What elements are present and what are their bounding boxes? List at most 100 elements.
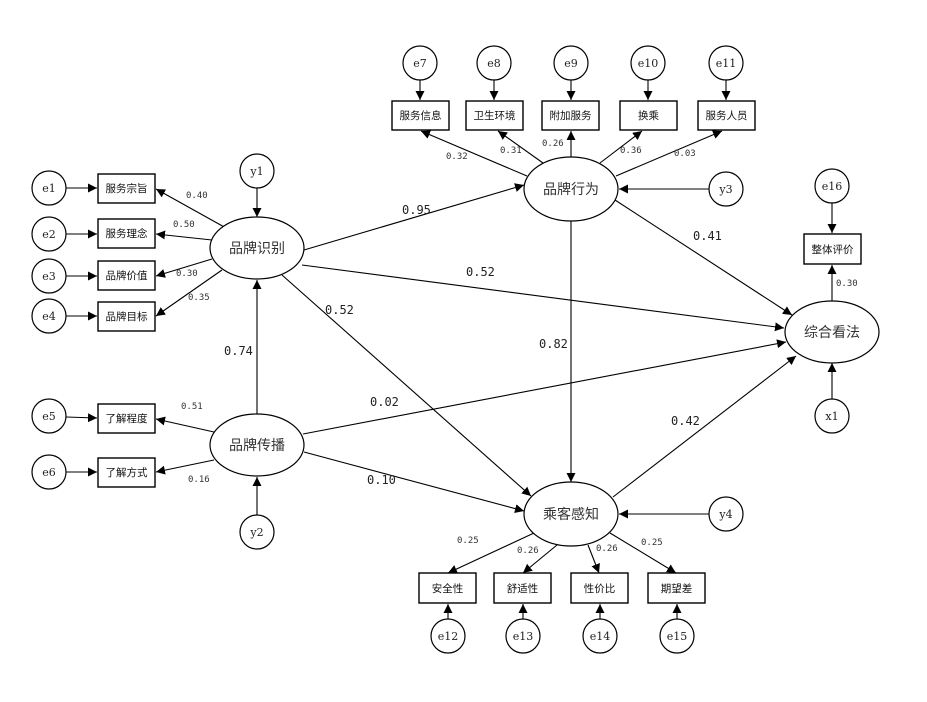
loading-arrow-e3 <box>155 258 213 278</box>
path-identity-to-behavior <box>303 183 525 251</box>
indicator-label: 舒适性 <box>507 582 539 595</box>
loading-arrow-e15 <box>609 532 677 574</box>
coef-identity-to-overall: 0.52 <box>466 265 495 279</box>
indicator-identity-1: e2 服务理念 0.50 <box>31 216 195 252</box>
indicator-identity-0: e1 服务宗旨 0.40 <box>31 170 208 206</box>
latent-passenger-perception: 乘客感知 <box>523 481 619 547</box>
latent-overall-opinion: 综合看法 <box>784 300 880 364</box>
error-label: e6 <box>42 466 56 479</box>
indicator-behavior-1: e8 卫生环境 0.31 <box>465 45 524 156</box>
disturbance-x1: x1 <box>814 398 850 434</box>
loading-value: 0.26 <box>542 139 564 149</box>
indicator-identity-2: e3 品牌价值 0.30 <box>31 258 198 294</box>
indicator-label: 服务宗旨 <box>106 182 148 195</box>
error-label: e14 <box>590 630 611 643</box>
indicator-overall-0: e16 整体评价 0.30 <box>803 168 862 289</box>
indicator-label: 服务理念 <box>106 227 148 240</box>
indicator-communication-1: e6 了解方式 0.16 <box>31 454 210 490</box>
indicator-perception-3: 期望差 e15 0.25 <box>641 538 706 654</box>
error-label: e11 <box>716 57 737 70</box>
latent-brand-behavior: 品牌行为 <box>523 156 619 222</box>
path-identity-to-perception <box>281 274 532 497</box>
path-communication-to-perception <box>303 451 525 514</box>
indicator-perception-0: 安全性 e12 0.25 <box>418 536 479 654</box>
error-label: e10 <box>638 57 659 70</box>
path-behavior-to-overall <box>614 199 793 316</box>
indicator-label: 性价比 <box>584 582 616 595</box>
indicator-label: 安全性 <box>432 582 464 595</box>
coef-behavior-to-perception: 0.82 <box>539 337 568 351</box>
loading-value: 0.40 <box>186 191 208 201</box>
loading-value: 0.30 <box>176 269 198 279</box>
indicator-behavior-4: e11 服务人员 0.03 <box>674 45 756 159</box>
error-label: e9 <box>564 57 578 70</box>
loading-arrow-e14 <box>587 544 600 574</box>
indicator-label: 品牌目标 <box>106 310 148 323</box>
structural-paths <box>252 183 797 514</box>
disturbance-y3: y3 <box>708 171 744 207</box>
coef-communication-to-overall: 0.02 <box>370 395 399 409</box>
loading-arrow-e6 <box>155 459 215 475</box>
loading-arrow-e5 <box>155 416 215 433</box>
coef-communication-to-identity: 0.74 <box>224 344 253 358</box>
error-label: e5 <box>42 410 56 423</box>
indicator-label: 了解程度 <box>106 412 148 425</box>
latent-brand-identity: 品牌识别 <box>209 216 305 280</box>
loading-value: 0.35 <box>188 293 210 303</box>
loading-value: 0.36 <box>620 146 642 156</box>
error-label: e12 <box>438 630 459 643</box>
loading-value: 0.25 <box>641 538 663 548</box>
error-label: e7 <box>413 57 427 70</box>
error-label: e4 <box>42 310 56 323</box>
loading-arrow-e11 <box>615 130 723 177</box>
loading-value: 0.16 <box>188 475 210 485</box>
disturbance-label: y1 <box>249 165 263 178</box>
error-label: e8 <box>487 57 501 70</box>
indicator-behavior-2: e9 附加服务 0.26 <box>541 45 600 149</box>
error-label: e15 <box>667 630 688 643</box>
disturbance-label: y3 <box>718 183 732 196</box>
error-label: e3 <box>42 270 56 283</box>
indicator-behavior-0: e7 服务信息 0.32 <box>391 45 468 162</box>
disturbance-y2: y2 <box>239 514 275 550</box>
indicator-label: 整体评价 <box>812 243 854 256</box>
error-arrow-e5 <box>65 413 98 423</box>
loading-arrow-e12 <box>447 532 535 574</box>
disturbance-arrows <box>252 184 837 519</box>
indicator-communication-0: e5 了解程度 0.51 <box>31 398 203 434</box>
latent-brand-communication: 品牌传播 <box>209 413 305 477</box>
coef-identity-to-perception: 0.52 <box>325 303 354 317</box>
error-label: e13 <box>513 630 534 643</box>
indicator-label: 卫生环境 <box>474 109 516 122</box>
error-label: e1 <box>42 182 56 195</box>
loading-value: 0.51 <box>181 402 203 412</box>
coef-identity-to-behavior: 0.95 <box>402 203 431 217</box>
loading-arrow-e7 <box>420 130 528 177</box>
loading-arrow-e2 <box>155 230 213 241</box>
loading-arrow-e13 <box>522 544 558 574</box>
loading-value: 0.26 <box>517 546 539 556</box>
loading-value: 0.32 <box>446 152 468 162</box>
indicator-label: 品牌价值 <box>106 269 148 282</box>
coef-communication-to-perception: 0.10 <box>367 473 396 487</box>
path-coefficients: 0.95 0.52 0.52 0.74 0.02 0.10 0.82 0.41 … <box>224 203 722 487</box>
indicator-perception-1: 舒适性 e13 0.26 <box>493 546 552 654</box>
latent-label: 品牌行为 <box>543 181 599 198</box>
error-label: e2 <box>42 228 56 241</box>
disturbance-label: y2 <box>249 526 263 539</box>
indicator-identity-3: e4 品牌目标 0.35 <box>31 293 210 334</box>
latent-label: 品牌识别 <box>229 240 285 257</box>
indicator-perception-2: 性价比 e14 0.26 <box>570 544 629 654</box>
loading-value: 0.25 <box>457 536 479 546</box>
indicator-label: 服务人员 <box>706 109 748 122</box>
disturbance-label: x1 <box>825 410 838 423</box>
error-label: e16 <box>822 180 843 193</box>
disturbance-y1: y1 <box>239 153 275 189</box>
loading-value: 0.50 <box>173 220 195 230</box>
coef-perception-to-overall: 0.42 <box>671 414 700 428</box>
loading-arrow-e4 <box>155 269 223 317</box>
loading-value: 0.26 <box>596 544 618 554</box>
disturbance-label: y4 <box>718 508 732 521</box>
path-communication-to-overall <box>302 339 787 435</box>
